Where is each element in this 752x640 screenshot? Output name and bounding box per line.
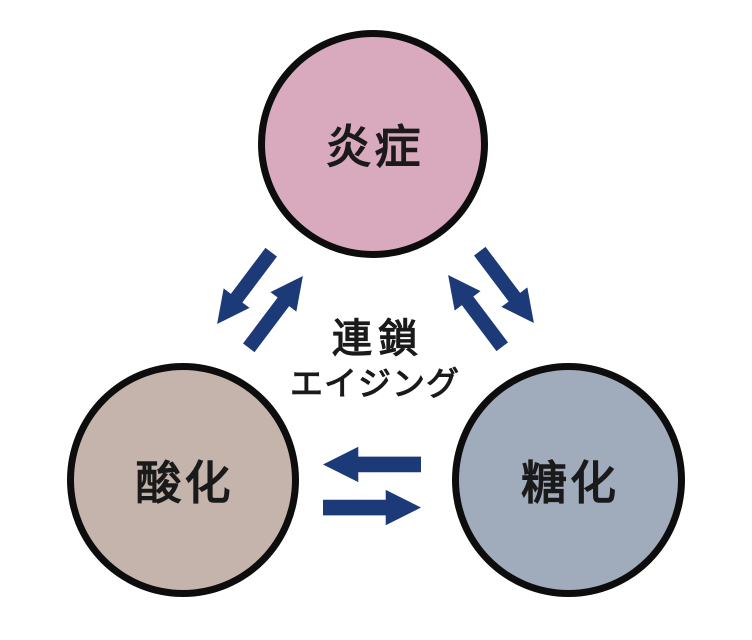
node-oxidation-label: 酸化 <box>135 456 234 510</box>
double-arrow-inflammation-oxidation-icon <box>217 247 303 353</box>
node-glycation: 糖化 <box>452 363 685 597</box>
double-arrow-oxidation-glycation-icon <box>323 446 421 526</box>
node-inflammation: 炎症 <box>258 30 488 258</box>
center-label: 連鎖 エイジング <box>275 316 475 404</box>
center-label-line1: 連鎖 <box>332 316 424 362</box>
center-label-line2: エイジング <box>290 364 460 403</box>
node-oxidation: 酸化 <box>67 363 299 597</box>
node-inflammation-label: 炎症 <box>325 120 424 174</box>
double-arrow-inflammation-glycation-icon <box>448 246 534 352</box>
node-glycation-label: 糖化 <box>521 456 619 510</box>
